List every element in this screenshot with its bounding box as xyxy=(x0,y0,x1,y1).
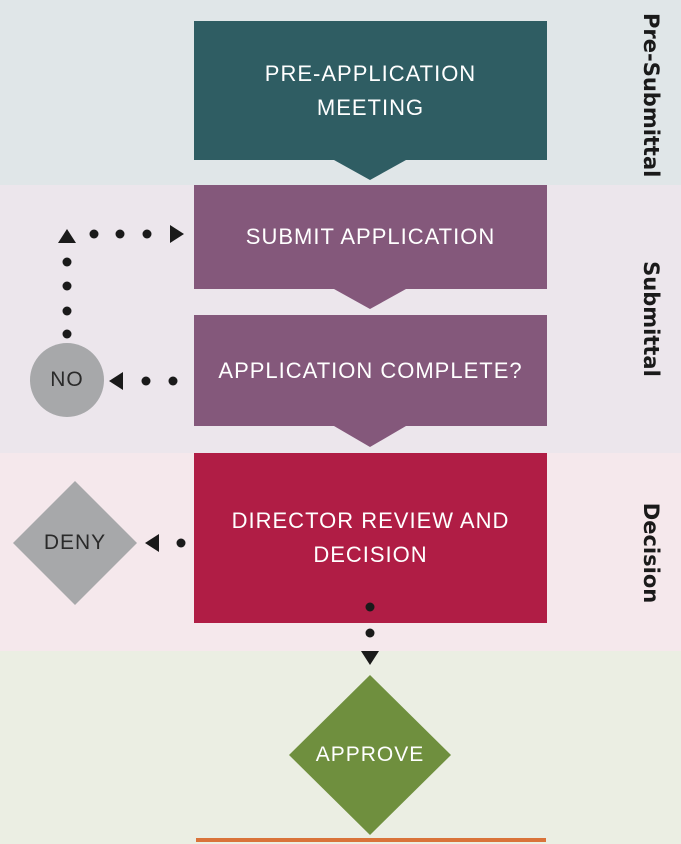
approve-diamond-shape xyxy=(289,675,451,835)
step-director-line1: DIRECTOR REVIEW AND xyxy=(231,508,510,533)
step-complete-label: APPLICATION COMPLETE? xyxy=(218,357,523,383)
deny-diamond-shape xyxy=(13,481,137,605)
no-circle-shape xyxy=(30,343,104,417)
pointer-complete xyxy=(334,426,406,447)
step-application-complete: APPLICATION COMPLETE? xyxy=(194,315,547,426)
outcome-deny: DENY xyxy=(43,531,107,554)
step-submit-application: SUBMIT APPLICATION xyxy=(194,185,547,289)
step-pre-application-meeting: PRE-APPLICATION MEETING xyxy=(194,21,547,160)
step-pre-application-line1: PRE-APPLICATION xyxy=(264,60,477,86)
step-submit-label: SUBMIT APPLICATION xyxy=(245,224,496,249)
outcome-approve: APPROVE xyxy=(315,743,425,766)
connector-to-approve xyxy=(361,602,379,665)
outcome-no: NO xyxy=(50,368,84,391)
pointer-pre-application xyxy=(334,160,406,180)
step-director-review: DIRECTOR REVIEW AND DECISION xyxy=(194,453,547,623)
pointer-submit xyxy=(334,289,406,309)
connector-to-deny xyxy=(145,534,186,552)
connector-to-no xyxy=(109,372,178,390)
step-pre-application-line2: MEETING xyxy=(316,94,425,120)
step-director-line2: DECISION xyxy=(313,542,428,567)
loop-back-connector xyxy=(58,225,184,339)
accent-line xyxy=(196,838,546,842)
